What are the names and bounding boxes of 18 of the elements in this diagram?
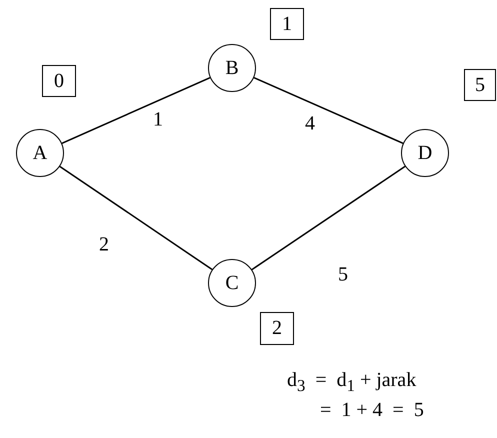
distance-box: 1 (270, 8, 304, 40)
vertex-circle: D (401, 129, 449, 177)
distance-box: 5 (464, 69, 496, 101)
distance-box: 0 (42, 65, 76, 97)
edge-weight: 5 (338, 264, 348, 286)
connector-line (62, 77, 210, 144)
edge-weight: 1 (153, 108, 163, 132)
vertex-circle: A (16, 129, 64, 177)
distance-box: 2 (260, 312, 294, 345)
formula-line: = 1 + 4 = 5 (320, 400, 424, 420)
edge-weight: 4 (305, 112, 315, 136)
connector-line (251, 166, 406, 270)
vertex-circle: C (208, 259, 256, 307)
edge-weight: 2 (99, 234, 109, 256)
connector-line (254, 76, 404, 144)
vertex-circle: B (208, 44, 256, 92)
connector-line (59, 166, 213, 270)
formula-line: d$_{3}$ = d$_{1}$ + jarak (287, 370, 416, 395)
